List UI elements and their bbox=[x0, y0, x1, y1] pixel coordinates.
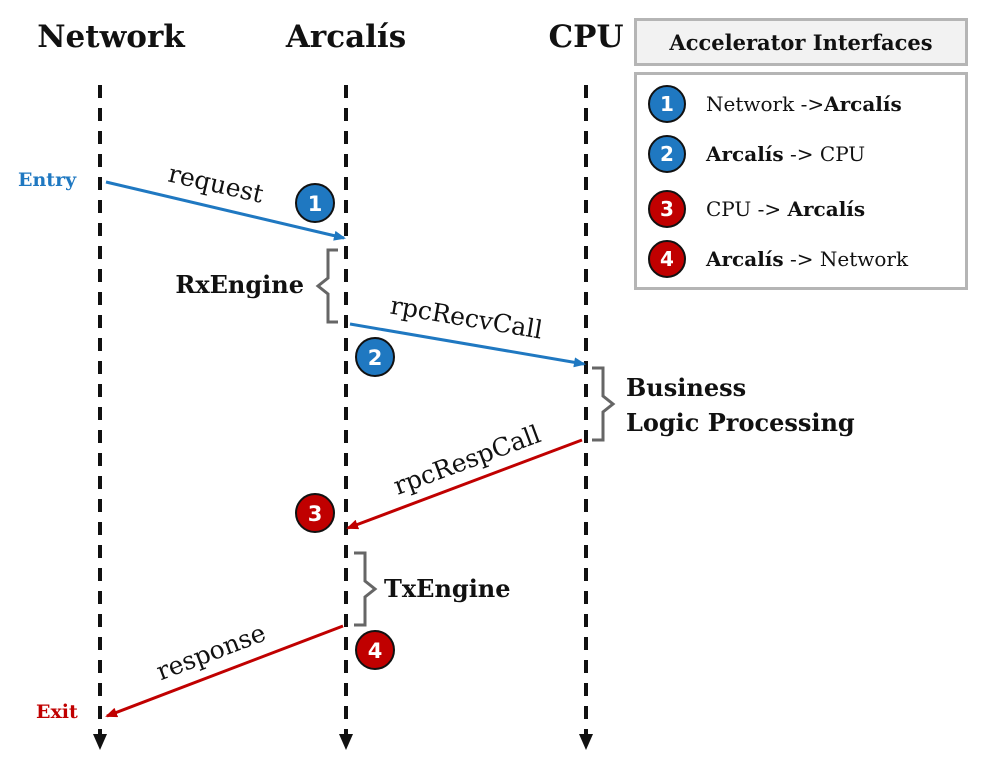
legend-item-2-bold: Arcalís bbox=[706, 142, 784, 166]
tx-engine-label: TxEngine bbox=[384, 574, 511, 603]
legend-badge-3: 3 bbox=[648, 190, 686, 228]
step-badge-4: 4 bbox=[355, 630, 395, 670]
legend-item-3-bold: Arcalís bbox=[787, 197, 866, 221]
legend-item-1-before: Network -> bbox=[706, 92, 825, 116]
rx-engine-bracket bbox=[315, 248, 338, 324]
business-logic-bracket bbox=[592, 366, 616, 442]
legend-badge-2: 2 bbox=[648, 135, 686, 173]
request-label: request bbox=[166, 159, 267, 209]
step-badge-4-number: 4 bbox=[368, 639, 383, 663]
legend-item-2-after: -> CPU bbox=[783, 142, 866, 166]
legend-title-text: Accelerator Interfaces bbox=[669, 29, 933, 55]
legend-item-4: 4 Arcalís -> Network bbox=[648, 239, 908, 279]
step-badge-2-number: 2 bbox=[368, 346, 383, 370]
legend-item-1: 1 Network -> Arcalís bbox=[648, 84, 902, 124]
lane-header-arcalis: Arcalís bbox=[285, 19, 406, 55]
rx-engine-label: RxEngine bbox=[175, 270, 304, 299]
lane-header-network: Network bbox=[37, 19, 186, 55]
step-badge-1: 1 bbox=[295, 183, 335, 223]
legend-badge-4: 4 bbox=[648, 240, 686, 278]
rpc-recv-call-arrow bbox=[349, 322, 586, 368]
legend-item-2: 2 Arcalís -> CPU bbox=[648, 134, 865, 174]
legend-item-1-bold: Arcalís bbox=[824, 92, 902, 116]
rpc-recv-call-label: rpcRecvCall bbox=[388, 291, 544, 345]
legend-badge-1: 1 bbox=[648, 85, 686, 123]
entry-label: Entry bbox=[18, 169, 77, 191]
lane-header-cpu: CPU bbox=[548, 19, 623, 55]
response-arrow bbox=[105, 624, 344, 718]
legend-item-3: 3 CPU -> Arcalís bbox=[648, 189, 865, 229]
step-badge-3-number: 3 bbox=[308, 502, 323, 526]
legend-box bbox=[634, 72, 968, 290]
rpc-resp-call-label: rpcRespCall bbox=[390, 419, 545, 500]
step-badge-2: 2 bbox=[355, 337, 395, 377]
step-badge-3: 3 bbox=[295, 493, 335, 533]
tx-engine-bracket bbox=[354, 551, 378, 627]
business-logic-label-line1: Business bbox=[626, 373, 746, 402]
step-badge-1-number: 1 bbox=[308, 192, 323, 216]
exit-label: Exit bbox=[36, 701, 78, 723]
legend-item-3-before: CPU -> bbox=[706, 197, 788, 221]
legend-item-4-bold: Arcalís bbox=[706, 247, 784, 271]
legend-item-4-after: -> Network bbox=[783, 247, 909, 271]
legend-title: Accelerator Interfaces bbox=[634, 18, 968, 66]
request-arrow bbox=[105, 180, 346, 241]
business-logic-label-line2: Logic Processing bbox=[626, 408, 855, 437]
rpc-resp-call-arrow bbox=[346, 438, 583, 530]
